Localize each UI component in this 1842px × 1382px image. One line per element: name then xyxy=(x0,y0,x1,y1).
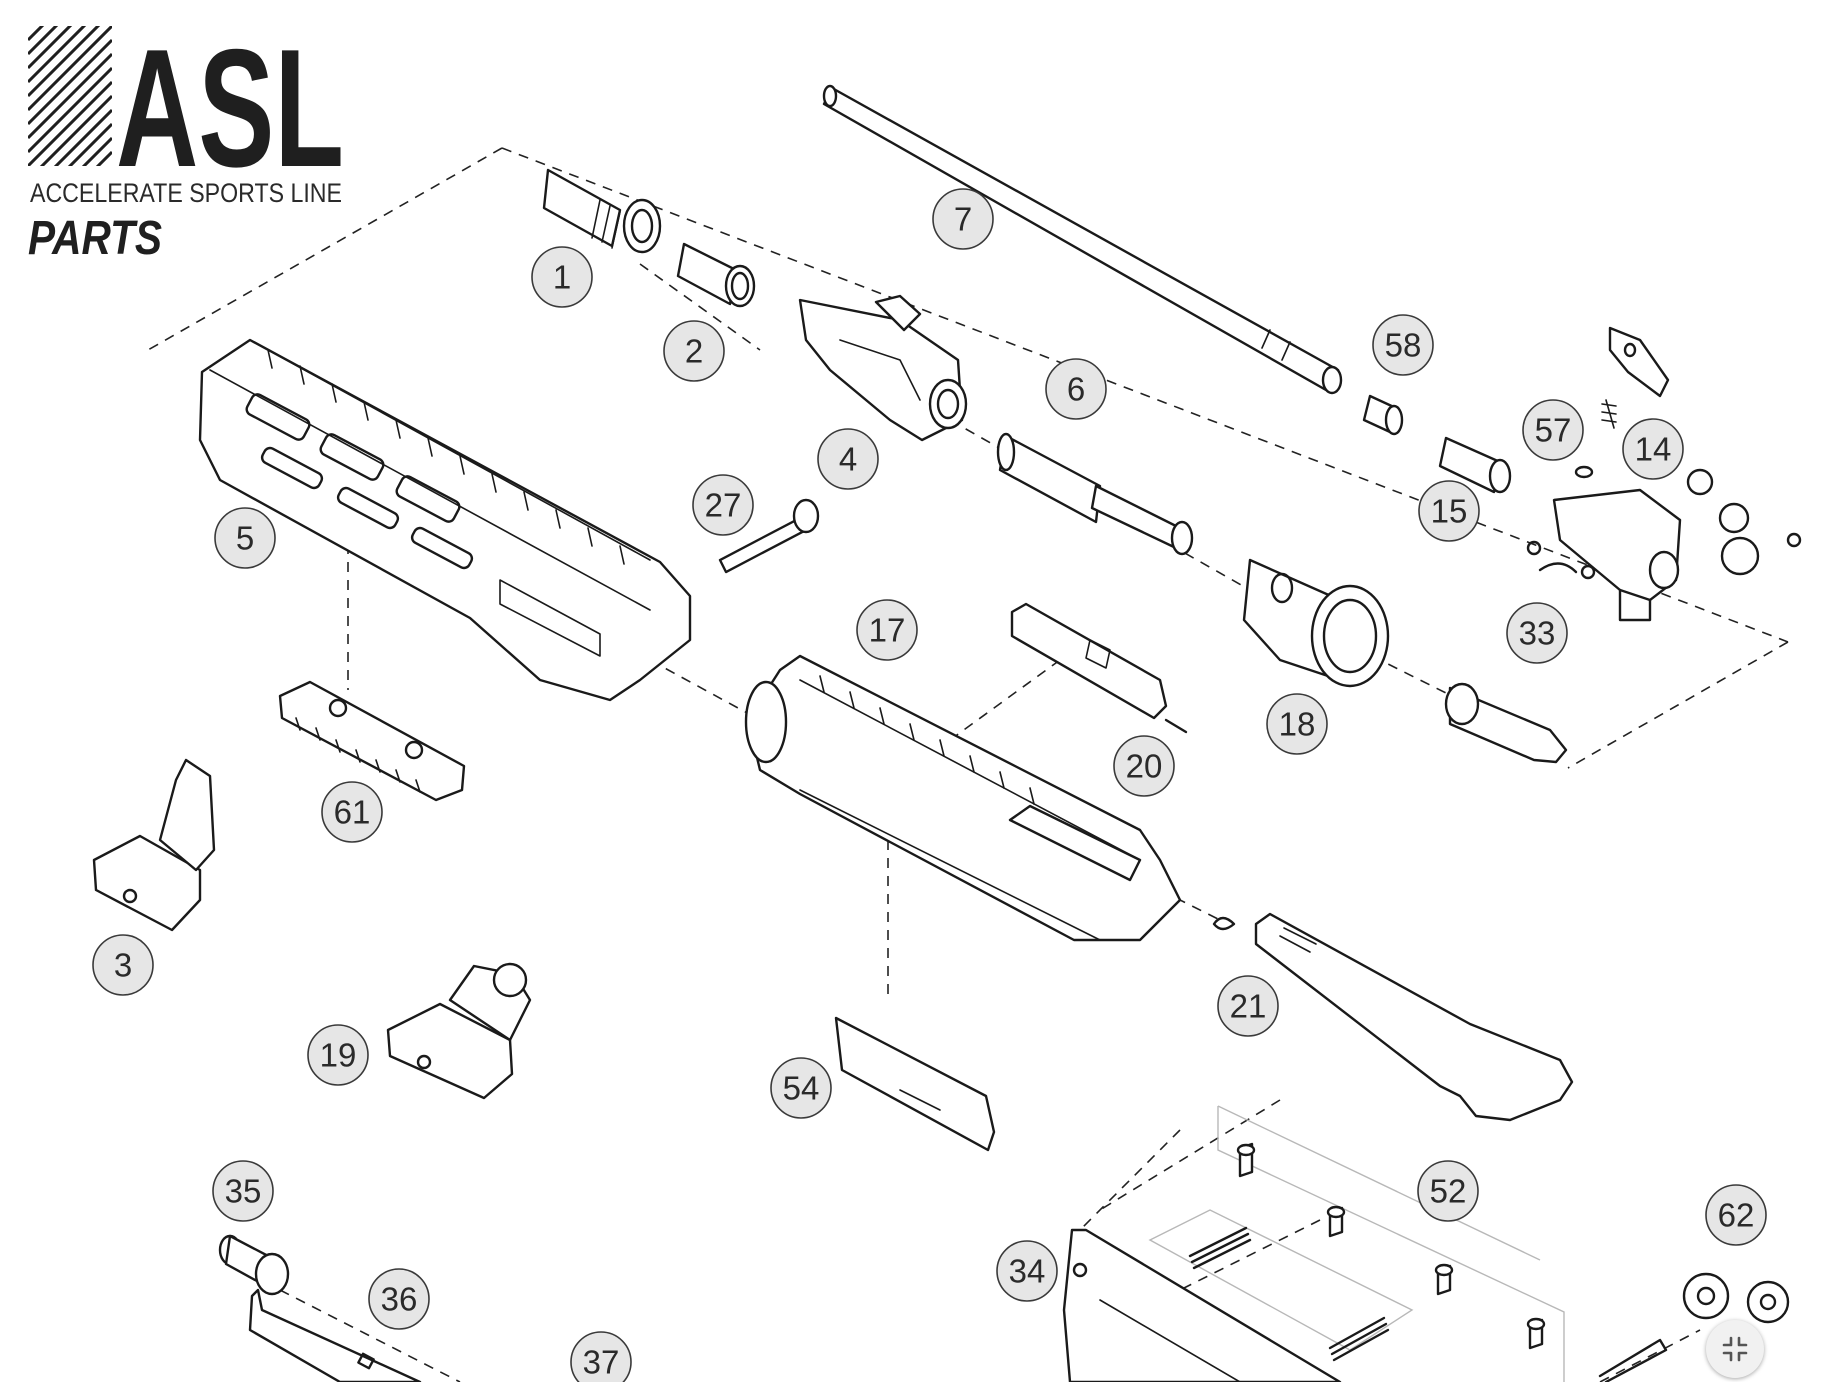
callout-15: 15 xyxy=(1418,480,1480,542)
callout-18: 18 xyxy=(1266,693,1328,755)
callout-7: 7 xyxy=(932,188,994,250)
svg-text:52: 52 xyxy=(1430,1173,1467,1210)
callout-35: 35 xyxy=(212,1160,274,1222)
svg-text:15: 15 xyxy=(1431,493,1468,530)
svg-text:34: 34 xyxy=(1009,1253,1046,1290)
svg-text:18: 18 xyxy=(1279,706,1316,743)
part-front-sight xyxy=(92,758,216,932)
svg-text:2: 2 xyxy=(685,333,703,370)
part-58 xyxy=(1362,394,1404,436)
part-handguard xyxy=(198,338,692,702)
part-upper-receiver xyxy=(744,654,1182,942)
brand-stripes-icon xyxy=(28,26,112,166)
part-hopup-arm xyxy=(1574,326,1670,479)
svg-text:27: 27 xyxy=(705,487,742,524)
svg-text:37: 37 xyxy=(583,1344,620,1381)
part-hopup-chamber xyxy=(1526,468,1802,622)
callout-37: 37 xyxy=(570,1331,632,1382)
svg-text:6: 6 xyxy=(1067,371,1085,408)
part-gears xyxy=(1598,1272,1790,1382)
part-gas-block xyxy=(798,294,968,442)
svg-text:35: 35 xyxy=(225,1173,262,1210)
svg-text:14: 14 xyxy=(1635,431,1672,468)
callout-62: 62 xyxy=(1705,1184,1767,1246)
part-screws xyxy=(1188,1142,1546,1362)
section-title: PARTS xyxy=(28,212,162,265)
part-27 xyxy=(718,498,820,574)
callout-52: 52 xyxy=(1417,1160,1479,1222)
callout-17: 17 xyxy=(856,599,918,661)
part-35-36-37 xyxy=(218,1234,422,1382)
part-inner-barrel xyxy=(822,84,1343,395)
callout-2: 2 xyxy=(663,320,725,382)
svg-text:1: 1 xyxy=(553,259,571,296)
callout-19: 19 xyxy=(307,1024,369,1086)
svg-text:62: 62 xyxy=(1718,1197,1755,1234)
svg-text:7: 7 xyxy=(954,201,972,238)
parts-illustrations xyxy=(92,84,1802,1382)
svg-text:57: 57 xyxy=(1535,412,1572,449)
svg-text:54: 54 xyxy=(783,1070,820,1107)
part-54 xyxy=(834,1016,996,1152)
part-rail-segment xyxy=(278,680,466,802)
svg-text:36: 36 xyxy=(381,1281,418,1318)
part-dust-cover xyxy=(1010,602,1188,734)
collapse-view-button[interactable] xyxy=(1706,1320,1764,1378)
svg-text:3: 3 xyxy=(114,947,132,984)
brand-logo: ASL xyxy=(116,14,344,202)
callout-27: 27 xyxy=(692,474,754,536)
part-barrel-nut xyxy=(676,242,756,308)
callout-20: 20 xyxy=(1113,735,1175,797)
part-15 xyxy=(1438,436,1512,494)
callout-4: 4 xyxy=(817,428,879,490)
part-nozzle xyxy=(1444,682,1568,764)
svg-text:5: 5 xyxy=(236,520,254,557)
part-charging-handle xyxy=(1212,912,1574,1122)
collapse-arrows-icon xyxy=(1722,1336,1748,1362)
callout-33: 33 xyxy=(1506,602,1568,664)
callout-57: 57 xyxy=(1522,399,1584,461)
svg-text:19: 19 xyxy=(320,1037,357,1074)
callout-61: 61 xyxy=(321,781,383,843)
callout-54: 54 xyxy=(770,1057,832,1119)
callout-1: 1 xyxy=(531,246,593,308)
callout-36: 36 xyxy=(368,1268,430,1330)
callout-34: 34 xyxy=(996,1240,1058,1302)
callout-badges: 1 2 3 4 5 6 7 14 15 17 18 19 20 21 27 33… xyxy=(92,188,1767,1382)
brand-tagline: ACCELERATE SPORTS LINE xyxy=(30,178,342,208)
svg-text:20: 20 xyxy=(1126,748,1163,785)
svg-text:33: 33 xyxy=(1519,615,1556,652)
callout-3: 3 xyxy=(92,934,154,996)
svg-text:17: 17 xyxy=(869,612,906,649)
svg-text:61: 61 xyxy=(334,794,371,831)
part-rear-sight xyxy=(386,962,532,1100)
callout-14: 14 xyxy=(1622,418,1684,480)
callout-58: 58 xyxy=(1372,314,1434,376)
part-18 xyxy=(1242,558,1390,688)
part-flash-hider xyxy=(542,168,662,254)
svg-text:58: 58 xyxy=(1385,327,1422,364)
callout-21: 21 xyxy=(1217,975,1279,1037)
part-cylinder xyxy=(996,432,1194,556)
svg-text:4: 4 xyxy=(839,441,857,478)
svg-text:21: 21 xyxy=(1230,988,1267,1025)
brand-block: ASL ACCELERATE SPORTS LINE PARTS xyxy=(28,14,344,265)
callout-6: 6 xyxy=(1045,358,1107,420)
callout-5: 5 xyxy=(214,507,276,569)
part-lower-frame xyxy=(1062,1228,1342,1382)
